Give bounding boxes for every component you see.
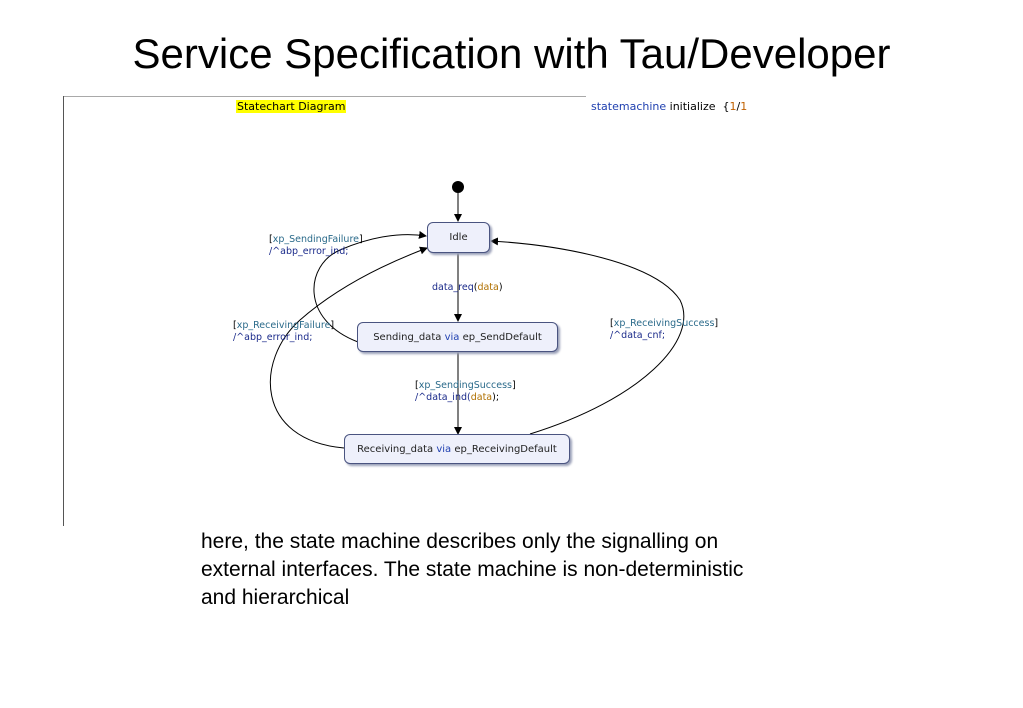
receiving-failure-guard: xp_ReceivingFailure bbox=[236, 320, 331, 331]
statemachine-header: statemachine initialize {1/1 bbox=[591, 100, 747, 113]
receiving-success-guard: xp_ReceivingSuccess bbox=[613, 318, 715, 329]
page-separator: / bbox=[736, 100, 741, 113]
statemachine-keyword: statemachine bbox=[591, 100, 667, 113]
state-receiving-data[interactable]: Receiving_data via ep_ReceivingDefault bbox=[344, 434, 570, 464]
page-number: 1 bbox=[729, 100, 737, 113]
initial-state-dot bbox=[452, 181, 464, 193]
receiving-success-action: /^data_cnf; bbox=[610, 330, 666, 341]
state-receiving-name: Receiving_data bbox=[357, 443, 434, 455]
sending-failure-guard: xp_SendingFailure bbox=[272, 234, 359, 245]
label-receiving-success: [xp_ReceivingSuccess] /^data_cnf; bbox=[610, 318, 719, 341]
state-idle[interactable]: Idle bbox=[427, 222, 490, 253]
sending-success-arg: data bbox=[470, 392, 493, 403]
page-brace: { bbox=[722, 100, 730, 113]
page-total: 1 bbox=[740, 100, 748, 113]
data-req-signal: data_req bbox=[432, 282, 474, 293]
sending-success-guard: xp_SendingSuccess bbox=[418, 380, 512, 391]
label-data-req: data_req(data) bbox=[432, 282, 503, 293]
statemachine-name: initialize bbox=[669, 100, 716, 113]
sending-success-action: /^data_ind( bbox=[415, 392, 471, 403]
sending-failure-transition bbox=[313, 230, 427, 343]
slide-caption: here, the state machine describes only t… bbox=[201, 530, 744, 609]
sending-success-end: ); bbox=[492, 392, 500, 403]
label-receiving-failure: [xp_ReceivingFailure] /^abp_error_ind; bbox=[233, 320, 335, 343]
diagram-frame-left bbox=[63, 96, 64, 526]
state-receiving-via: via bbox=[436, 443, 452, 455]
slide-title: Service Specification with Tau/Developer bbox=[132, 30, 891, 77]
receiving-success-transition bbox=[490, 237, 685, 435]
label-sending-success: [xp_SendingSuccess] /^data_ind(data); bbox=[415, 380, 516, 403]
state-idle-label: Idle bbox=[449, 232, 468, 243]
state-sending-name: Sending_data bbox=[373, 331, 442, 343]
state-sending-via: via bbox=[444, 331, 460, 343]
state-receiving-endpoint: ep_ReceivingDefault bbox=[454, 443, 557, 455]
label-sending-failure: [xp_SendingFailure] /^abp_error_ind; bbox=[269, 234, 363, 257]
receiving-failure-transition bbox=[269, 246, 428, 449]
data-req-arg: data bbox=[477, 282, 499, 293]
diagram-frame-top bbox=[63, 96, 586, 97]
diagram-type-label: Statechart Diagram bbox=[236, 100, 347, 113]
sending-failure-action: /^abp_error_ind; bbox=[269, 246, 349, 257]
state-sending-endpoint: ep_SendDefault bbox=[462, 331, 542, 343]
state-sending-data[interactable]: Sending_data via ep_SendDefault bbox=[357, 322, 558, 352]
receiving-failure-action: /^abp_error_ind; bbox=[233, 332, 313, 343]
